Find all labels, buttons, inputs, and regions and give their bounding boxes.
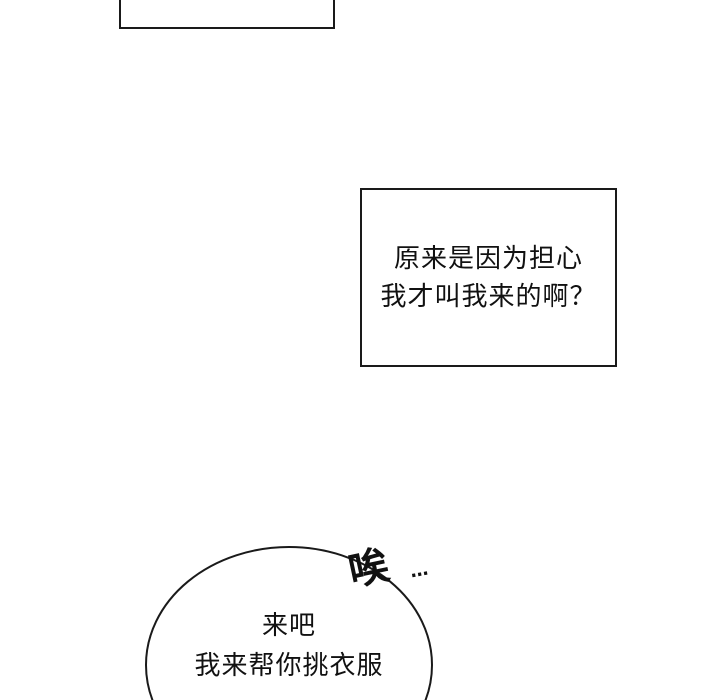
speech-bubble: 来吧 我来帮你挑衣服 — [146, 606, 432, 686]
caption-line-1: 原来是因为担心 — [393, 243, 583, 274]
caption-line-2: 我才叫我来的啊？ — [380, 281, 597, 312]
sigh-ellipsis: … — [408, 558, 430, 583]
bubble-line-1: 来吧 — [261, 611, 316, 641]
caption-box: 原来是因为担心 我才叫我来的啊？ — [360, 188, 617, 367]
bubble-line-2: 我来帮你挑衣服 — [194, 651, 384, 681]
top-narration-box — [119, 0, 335, 29]
